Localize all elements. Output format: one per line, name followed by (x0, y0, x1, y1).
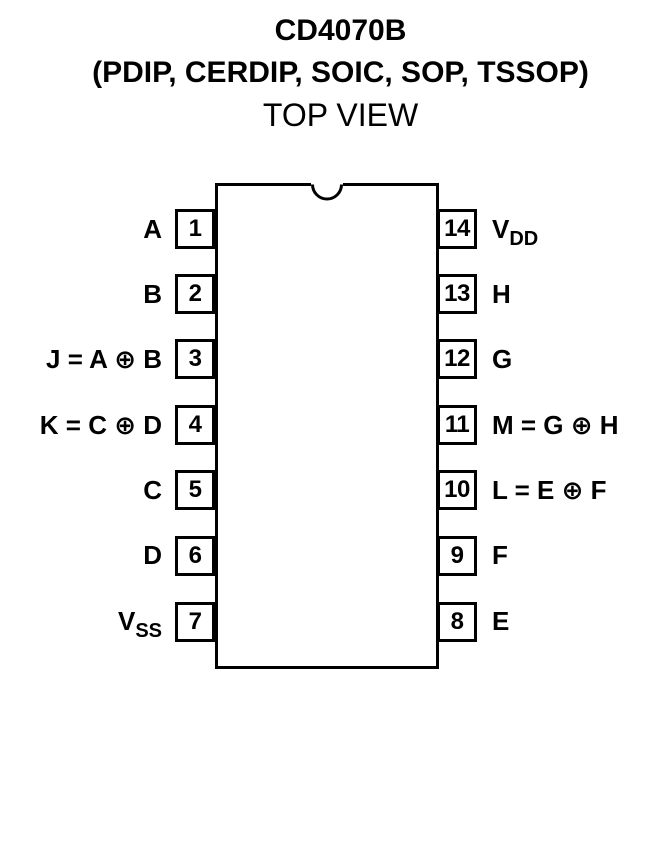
pin-2-box: 2 (175, 274, 215, 314)
pin-3-box: 3 (175, 339, 215, 379)
pin-5-label: C (143, 475, 162, 505)
pin-5-box: 5 (175, 470, 215, 510)
pin-10-label: L = E ⊕ F (492, 475, 607, 505)
pin-12-box: 12 (437, 339, 477, 379)
pin-9-box: 9 (437, 536, 477, 576)
pin-8-box: 8 (437, 602, 477, 642)
pin-6-box: 6 (175, 536, 215, 576)
pin-7-box: 7 (175, 602, 215, 642)
pin-14-label: VDD (492, 214, 539, 250)
pin-6-label: D (143, 540, 162, 570)
view-label: TOP VIEW (262, 97, 419, 133)
pin-13-label: H (492, 279, 511, 309)
pin-1-label: A (143, 214, 162, 244)
pin-8-label: E (492, 606, 510, 636)
pin-11-label: M = G ⊕ H (492, 410, 619, 440)
pin-13-box: 13 (437, 274, 477, 314)
pin-10-box: 10 (437, 470, 477, 510)
package-list: (PDIP, CERDIP, SOIC, SOP, TSSOP) (92, 56, 589, 89)
pin-12-label: G (492, 344, 513, 374)
pin-4-label: K = C ⊕ D (39, 410, 162, 440)
pin-11-box: 11 (437, 405, 477, 445)
ic-package-body (215, 183, 439, 669)
pin-2-label: B (143, 279, 162, 309)
part-number-title: CD4070B (274, 14, 407, 47)
pin-3-label: J = A ⊕ B (46, 344, 162, 374)
pin-9-label: F (492, 540, 508, 570)
pin-7-label: VSS (117, 606, 162, 642)
pin-4-box: 4 (175, 405, 215, 445)
pin-14-box: 14 (437, 209, 477, 249)
pin-1-box: 1 (175, 209, 215, 249)
